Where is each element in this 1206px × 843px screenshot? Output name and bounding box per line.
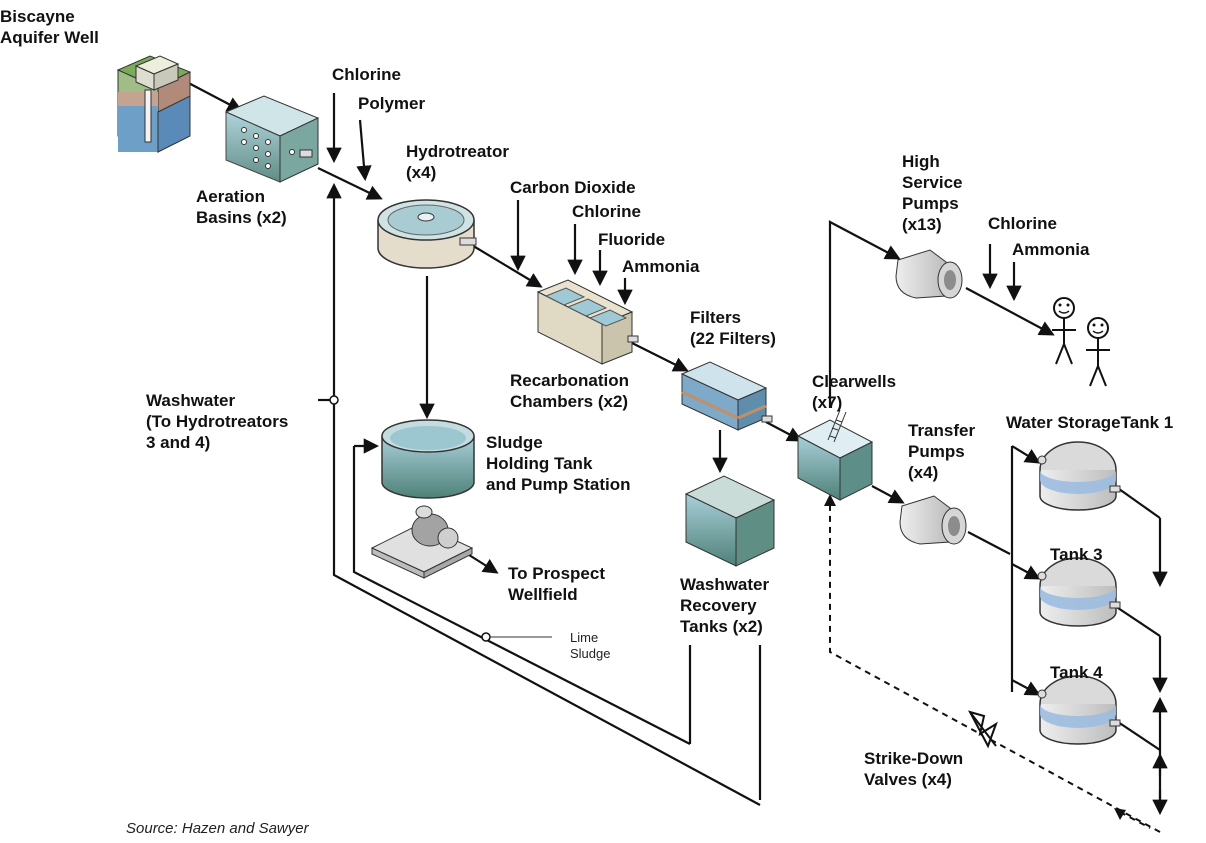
label-hsp-line4: (x13) bbox=[902, 215, 942, 234]
label-hydrotreator-line2: (x4) bbox=[406, 163, 437, 182]
label-tank-3: Tank 3 bbox=[1050, 545, 1103, 564]
junction-lime-sludge bbox=[481, 632, 491, 642]
label-aeration-line1: Aeration bbox=[196, 187, 265, 206]
label-washwater: Washwater (To Hydrotreators 3 and 4) bbox=[146, 390, 288, 453]
label-polymer: Polymer bbox=[358, 94, 426, 113]
label-lime-line1: Lime bbox=[570, 630, 599, 645]
pipe-hsp-to-customers bbox=[965, 287, 1055, 336]
label-transfer-pumps: Transfer Pumps (x4) bbox=[908, 420, 975, 483]
label-washwater-line3: 3 and 4) bbox=[146, 433, 211, 452]
pipe-clearwells-to-transfer bbox=[871, 485, 905, 504]
label-strike-down-valves: Strike-Down Valves (x4) bbox=[864, 748, 963, 790]
label-filters: Filters (22 Filters) bbox=[690, 307, 776, 349]
pipe-recarb-to-filters bbox=[629, 341, 689, 372]
source-credit: Source: Hazen and Sawyer bbox=[126, 820, 309, 837]
label-hsp-line1: High bbox=[902, 152, 940, 171]
sludge-pump-icon bbox=[370, 505, 474, 579]
label-well-line2: Aquifer Well bbox=[0, 28, 99, 47]
junction-washwater bbox=[329, 395, 339, 405]
label-washwater-line1: Washwater bbox=[146, 391, 236, 410]
label-ammonia-1: Ammonia bbox=[622, 257, 700, 276]
label-clearwells-line1: Clearwells bbox=[812, 372, 897, 391]
label-strike-line2: Valves (x4) bbox=[864, 770, 952, 789]
strike-down-arrowhead bbox=[824, 494, 836, 506]
clearwell-icon bbox=[796, 409, 874, 501]
pipe-washwater-outer bbox=[326, 182, 761, 806]
flow-lines bbox=[159, 67, 1168, 816]
label-sludge-line2: Holding Tank bbox=[486, 454, 593, 473]
label-clearwells-line2: (x7) bbox=[812, 393, 843, 412]
customer-icons bbox=[1052, 297, 1110, 387]
arrow-polymer bbox=[356, 119, 372, 182]
label-prospect: To Prospect Wellfield bbox=[508, 563, 605, 605]
label-hydrotreator-line1: Hydrotreator bbox=[406, 142, 509, 161]
label-sludge: Sludge Holding Tank and Pump Station bbox=[486, 432, 631, 495]
label-chlorine-2: Chlorine bbox=[572, 202, 641, 221]
label-recarbonation: Recarbonation Chambers (x2) bbox=[510, 370, 629, 412]
label-aeration-line2: Basins (x2) bbox=[196, 208, 287, 227]
label-wwrec-line1: Washwater bbox=[680, 575, 770, 594]
pipe-lime-sludge bbox=[352, 446, 691, 745]
pipe-hydrotreator-to-recarb bbox=[469, 243, 543, 288]
label-transfer-line2: Pumps bbox=[908, 442, 965, 461]
label-tank-1: Water StorageTank 1 bbox=[1006, 413, 1174, 432]
strike-down-line bbox=[829, 498, 1161, 833]
aquifer-well-icon bbox=[116, 55, 192, 153]
label-strike-line1: Strike-Down bbox=[864, 749, 964, 768]
label-carbon-dioxide: Carbon Dioxide bbox=[510, 178, 636, 197]
storage-tank-3-icon bbox=[1037, 557, 1121, 627]
label-filters-line2: (22 Filters) bbox=[690, 329, 776, 348]
storage-tank-1-icon bbox=[1037, 441, 1121, 511]
label-lime-sludge: Lime Sludge bbox=[570, 630, 610, 662]
label-sludge-line3: and Pump Station bbox=[486, 475, 631, 494]
filter-icon bbox=[680, 361, 773, 431]
label-filters-line1: Filters bbox=[690, 308, 742, 327]
label-clearwells: Clearwells (x7) bbox=[812, 371, 896, 413]
washwater-recovery-tank-icon bbox=[684, 475, 776, 567]
pipe-clearwells-to-hsp bbox=[828, 220, 901, 408]
label-washwater-recovery: Washwater Recovery Tanks (x2) bbox=[680, 574, 769, 637]
high-service-pump-icon bbox=[895, 249, 963, 299]
label-prospect-line2: Wellfield bbox=[508, 585, 578, 604]
label-hydrotreator: Hydrotreator (x4) bbox=[406, 141, 509, 183]
recarbonation-chamber-icon bbox=[536, 279, 639, 365]
aeration-basin-icon bbox=[224, 95, 320, 183]
label-prospect-line1: To Prospect bbox=[508, 564, 605, 583]
label-wwrec-line3: Tanks (x2) bbox=[680, 617, 763, 636]
label-transfer-line1: Transfer bbox=[908, 421, 976, 440]
pipe-aeration-to-hydrotreator bbox=[317, 167, 383, 200]
transfer-pump-icon bbox=[899, 495, 967, 545]
label-wwrec-line2: Recovery bbox=[680, 596, 757, 615]
label-sludge-line1: Sludge bbox=[486, 433, 543, 452]
label-hsp-line3: Pumps bbox=[902, 194, 959, 213]
label-well: Biscayne Aquifer Well bbox=[0, 6, 99, 48]
label-tank-4: Tank 4 bbox=[1050, 663, 1103, 682]
pipe-filters-to-clearwells bbox=[765, 421, 803, 442]
strike-down-arrowhead-2 bbox=[1114, 808, 1126, 820]
label-aeration: Aeration Basins (x2) bbox=[196, 186, 287, 228]
label-fluoride: Fluoride bbox=[598, 230, 666, 249]
label-ammonia-2: Ammonia bbox=[1012, 240, 1090, 259]
label-chlorine-3: Chlorine bbox=[988, 214, 1057, 233]
label-lime-line2: Sludge bbox=[570, 646, 611, 661]
sludge-tank-icon bbox=[381, 419, 475, 499]
label-recarb-line1: Recarbonation bbox=[510, 371, 630, 390]
storage-tank-4-icon bbox=[1037, 675, 1121, 745]
hydrotreator-icon bbox=[377, 199, 477, 269]
strike-down-valve-icon bbox=[968, 710, 998, 749]
label-washwater-line2: (To Hydrotreators bbox=[146, 412, 289, 431]
label-hsp-line2: Service bbox=[902, 173, 963, 192]
label-high-service-pumps: High Service Pumps (x13) bbox=[902, 151, 963, 235]
label-chlorine-1: Chlorine bbox=[332, 65, 401, 84]
label-transfer-line3: (x4) bbox=[908, 463, 939, 482]
label-recarb-line2: Chambers (x2) bbox=[510, 392, 629, 411]
label-well-line1: Biscayne bbox=[0, 7, 75, 26]
